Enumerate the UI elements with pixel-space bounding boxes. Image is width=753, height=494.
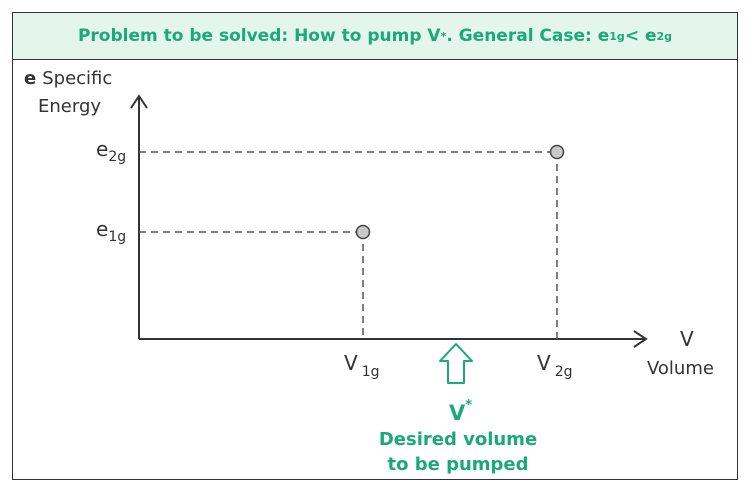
target-caption-line2: to be pumped — [387, 454, 528, 475]
y-axis-arrow — [130, 94, 148, 109]
y-axis-label-line2: Energy — [38, 96, 101, 117]
x-axis-label: Volume — [647, 358, 714, 379]
banner-sub-1g: 1g — [609, 29, 625, 43]
tick-e1g: e1g — [96, 217, 126, 245]
x-axis-arrow — [633, 330, 648, 348]
target-symbol: V* — [449, 398, 472, 425]
diagram-frame: Problem to be solved: How to pump V*. Ge… — [12, 12, 738, 480]
banner-prefix: Problem to be solved: How to pump V — [77, 26, 441, 46]
banner-lt: < e — [624, 26, 657, 46]
banner-star: * — [440, 29, 447, 43]
desired-volume-arrow-icon — [439, 343, 473, 384]
x-axis-symbol: V — [680, 327, 694, 351]
banner-title: Problem to be solved: How to pump V*. Ge… — [13, 13, 737, 60]
tick-e2g: e2g — [96, 137, 126, 165]
banner-sub-2g: 2g — [656, 29, 673, 43]
point-1g — [355, 224, 371, 240]
target-caption-line1: Desired volume — [379, 429, 537, 450]
banner-middle: . General Case: e — [446, 26, 610, 46]
point-2g — [549, 144, 565, 160]
